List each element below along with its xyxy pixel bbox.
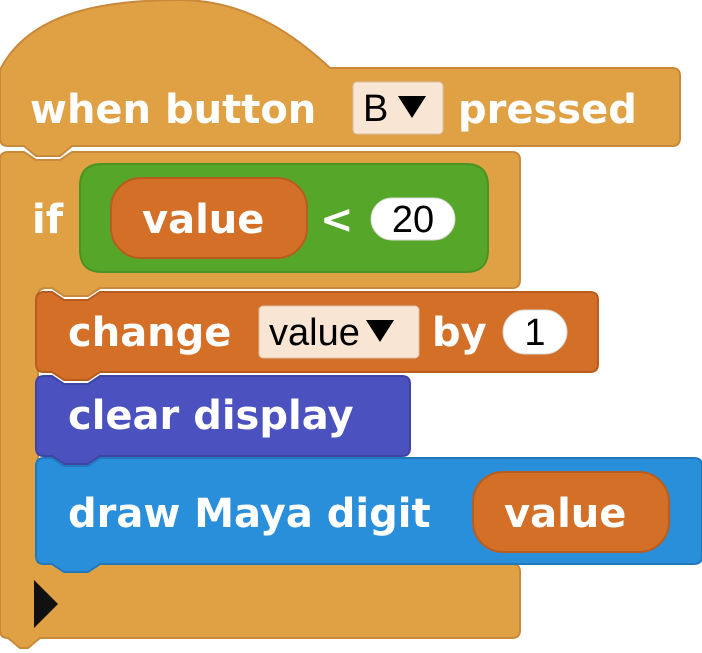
change-variable-dropdown-shape[interactable] [258,305,420,359]
condition-number-value[interactable]: 20 [391,199,435,241]
if-label: if [32,197,64,243]
button-dropdown-shape[interactable] [352,81,444,135]
chevron-down-icon [366,320,394,342]
change-by-label: by [432,310,487,356]
change-label: change [68,310,232,356]
draw-label: draw Maya digit [68,491,431,537]
button-dropdown-value[interactable]: B [363,88,389,130]
draw-argument-variable-label: value [504,491,627,537]
clear-display-label: clear display [68,393,354,439]
play-arrow-icon [34,580,58,628]
change-variable-dropdown-value[interactable]: value [269,312,360,354]
condition-variable-label: value [142,197,265,243]
hat-label-before: when button [30,87,317,133]
condition-operator: < [320,197,354,243]
clear-display-block-shape[interactable] [35,375,411,465]
change-amount-value[interactable]: 1 [524,312,546,354]
condition-number-field[interactable] [370,197,456,241]
condition-variable-shape[interactable] [110,177,308,259]
hat-block-shape[interactable] [0,0,681,157]
draw-argument-variable-shape[interactable] [472,471,670,553]
chevron-down-icon [398,96,426,118]
change-amount-field[interactable] [502,309,568,355]
hat-label-after: pressed [458,87,637,133]
